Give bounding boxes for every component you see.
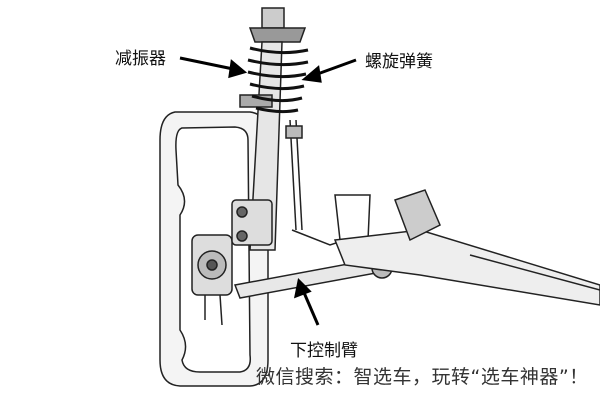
stabilizer-link — [285, 119, 346, 246]
label-arrows — [179, 56, 357, 326]
shock-absorber — [231, 7, 307, 251]
subframe — [333, 189, 600, 306]
lower-control-arm-label: 下控制臂 — [290, 341, 358, 361]
coil-spring — [247, 46, 309, 114]
wheel-hub — [191, 234, 233, 326]
shock-absorber-label: 减振器 — [115, 49, 166, 69]
coil-spring-label: 螺旋弹簧 — [365, 52, 433, 72]
watermark: 微信搜索：智选车，玩转“选车神器”！ — [256, 366, 589, 388]
